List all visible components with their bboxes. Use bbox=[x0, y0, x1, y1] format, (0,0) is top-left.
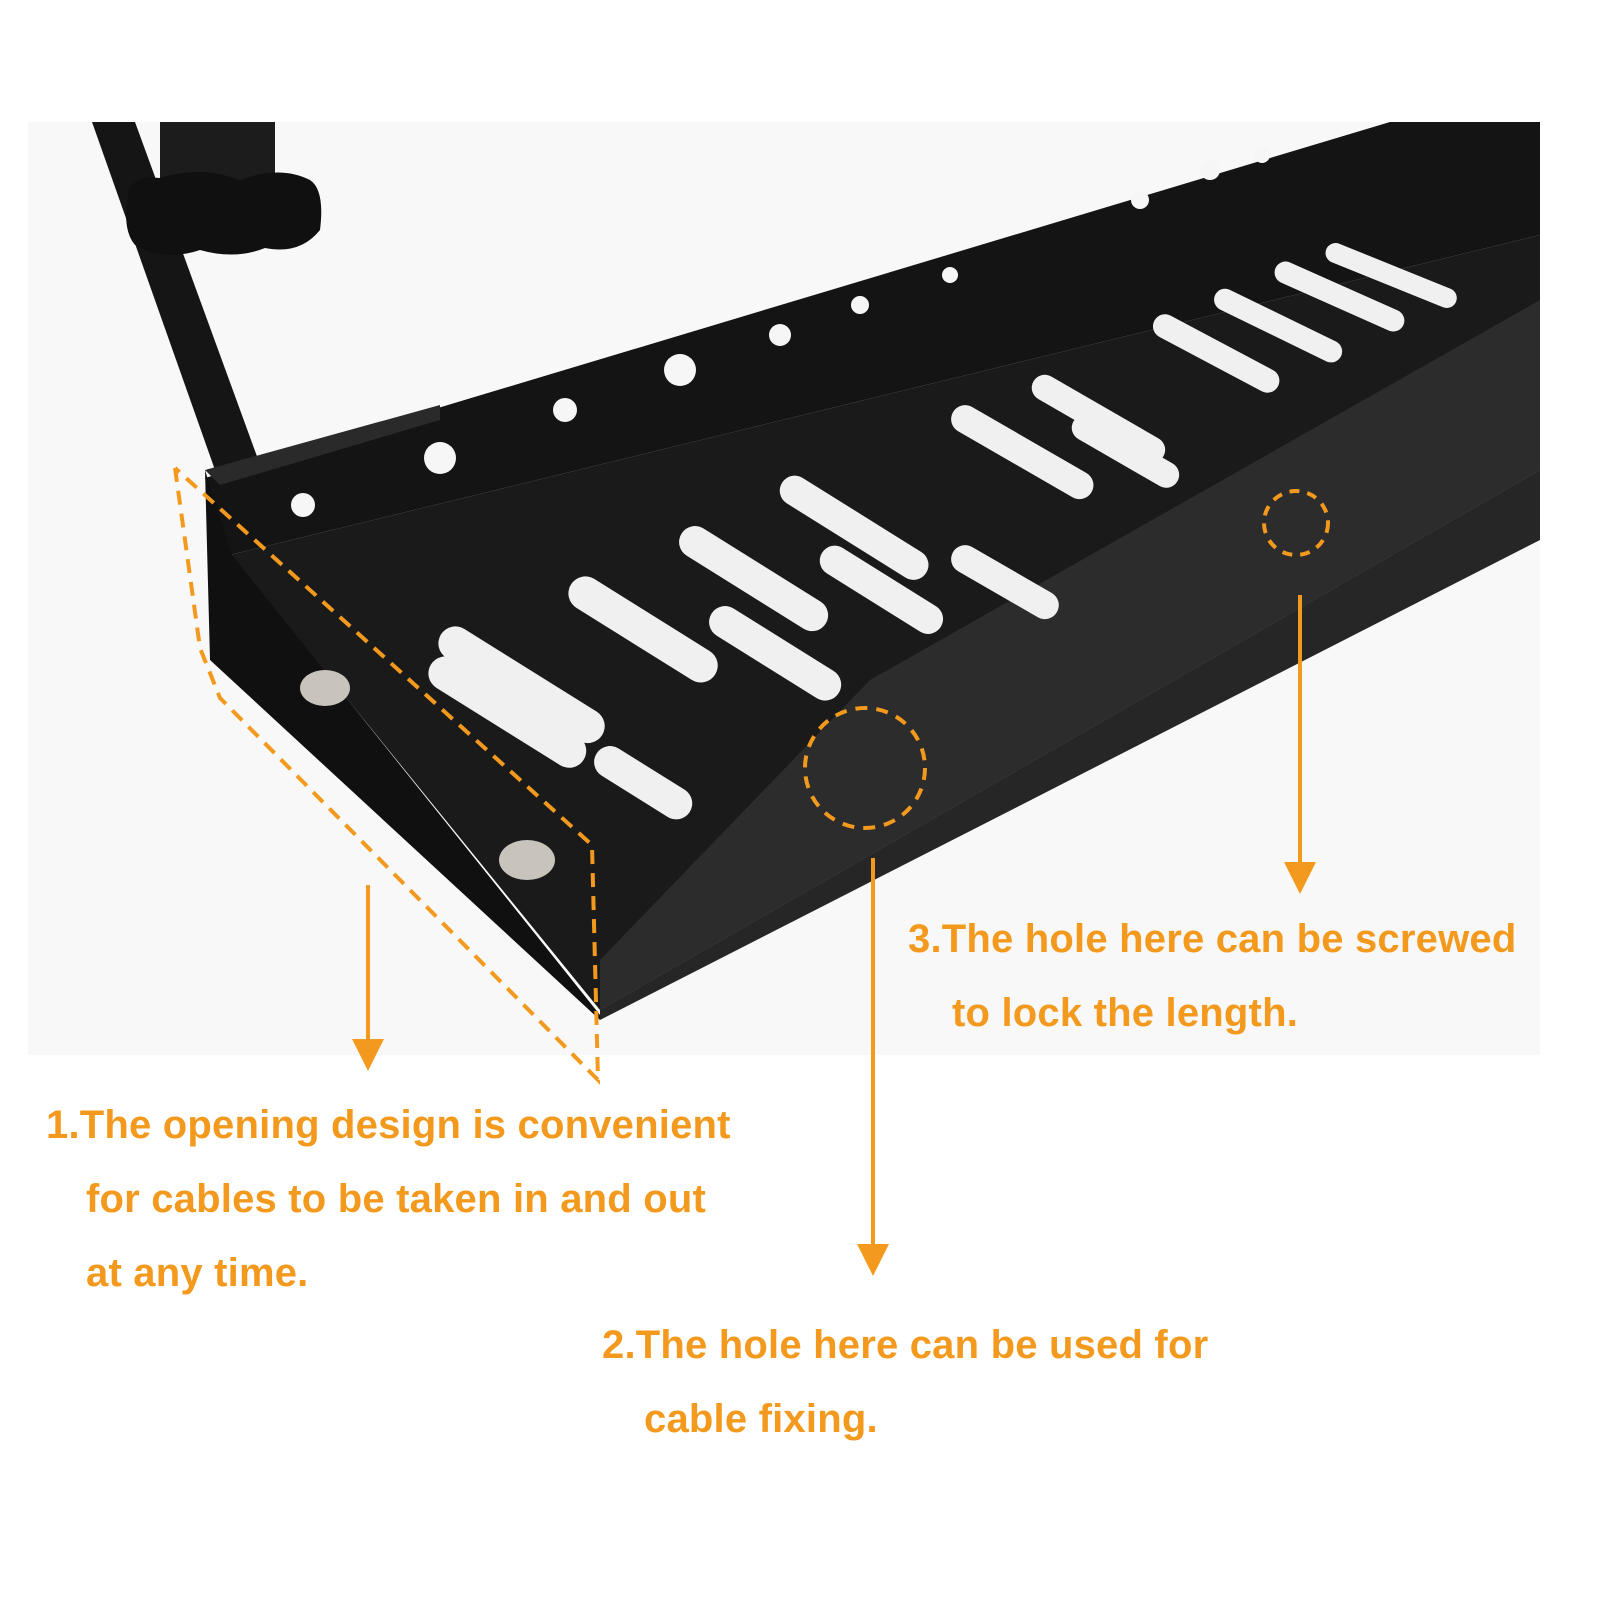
callout-1-line-2: for cables to be taken in and out bbox=[86, 1177, 707, 1221]
callout-1-line-3: at any time. bbox=[86, 1251, 309, 1295]
tray-back-wall bbox=[205, 122, 1540, 555]
clamp-knob bbox=[126, 171, 322, 255]
callout-2-line-1: 2.The hole here can be used for bbox=[602, 1323, 1209, 1367]
callout-2-text: 2.The hole here can be used for cable fi… bbox=[602, 1308, 1208, 1456]
callout-3-line-1: 3.The hole here can be screwed bbox=[908, 917, 1517, 961]
callout-3-line-2: to lock the length. bbox=[952, 991, 1299, 1035]
callout-1-line-1: 1.The opening design is convenient bbox=[46, 1103, 731, 1147]
callout-3-text: 3.The hole here can be screwed to lock t… bbox=[908, 902, 1516, 1050]
callout-1-text: 1.The opening design is convenient for c… bbox=[46, 1088, 731, 1310]
tray-front-lip bbox=[600, 470, 1540, 1020]
product-photo bbox=[28, 122, 1540, 1055]
callout-2-line-2: cable fixing. bbox=[644, 1397, 878, 1441]
